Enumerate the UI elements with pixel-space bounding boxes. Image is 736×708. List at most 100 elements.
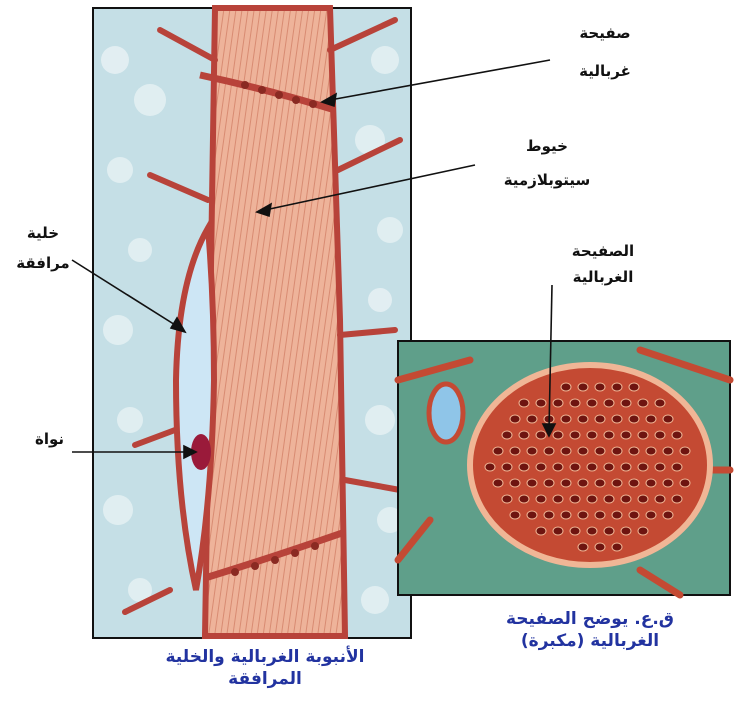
sieve-pore	[527, 511, 537, 519]
sieve-pore	[519, 463, 529, 471]
sieve-pore	[663, 511, 673, 519]
sieve-pore	[638, 527, 648, 535]
label-companion-cell: خلية مرافقة	[8, 222, 78, 274]
label-companion-line2: مرافقة	[8, 252, 78, 274]
caption-main: الأنبوبة الغربالية والخلية المرافقة	[125, 646, 405, 690]
sieve-pore	[570, 399, 580, 407]
sieve-pore	[493, 447, 503, 455]
sieve-pore	[646, 479, 656, 487]
sieve-pore	[587, 463, 597, 471]
sieve-pore	[587, 527, 597, 535]
sieve-pore	[595, 447, 605, 455]
caption-main-line2: المرافقة	[125, 668, 405, 690]
cross-section-inset	[398, 341, 730, 595]
sieve-pore	[536, 495, 546, 503]
label-sieve-plate-inset: الصفيحة الغربالية	[548, 240, 658, 288]
sieve-pore	[578, 447, 588, 455]
label-cytoplasmic-line2: سيتوبلازمية	[482, 169, 612, 191]
sieve-pore	[519, 431, 529, 439]
sieve-pore	[595, 511, 605, 519]
sieve-pore	[655, 495, 665, 503]
caption-inset-line1: ق.ع. يوضح الصفيحة	[470, 608, 710, 630]
sieve-pore	[672, 463, 682, 471]
sieve-pore	[570, 463, 580, 471]
label-sieve-plate-line2: غربالية	[555, 60, 655, 82]
sieve-pore	[561, 447, 571, 455]
label-companion-line1: خلية	[8, 222, 78, 244]
sieve-pore	[536, 431, 546, 439]
sieve-pore	[655, 399, 665, 407]
label-nucleus: نواة	[22, 428, 77, 450]
sieve-pore	[672, 431, 682, 439]
sieve-pore	[485, 463, 495, 471]
sieve-pore	[595, 543, 605, 551]
sieve-pore	[612, 543, 622, 551]
label-inset-line1: الصفيحة	[548, 240, 658, 262]
sieve-plate-cross	[470, 365, 710, 565]
sieve-pore	[595, 479, 605, 487]
sieve-pore	[612, 415, 622, 423]
sieve-pore	[629, 383, 639, 391]
sieve-pore	[519, 399, 529, 407]
sieve-pore	[510, 511, 520, 519]
sieve-pore	[595, 383, 605, 391]
sieve-pore	[570, 431, 580, 439]
sieve-pore	[587, 431, 597, 439]
sieve-pore	[680, 447, 690, 455]
sieve-pore	[680, 479, 690, 487]
sieve-pore	[604, 495, 614, 503]
sieve-pore	[663, 415, 673, 423]
sieve-pore	[553, 399, 563, 407]
sieve-pore	[536, 527, 546, 535]
sieve-pore	[621, 463, 631, 471]
sieve-pore	[621, 399, 631, 407]
sieve-pore	[553, 463, 563, 471]
sieve-pore	[502, 431, 512, 439]
sieve-pore	[570, 527, 580, 535]
sieve-pore	[544, 447, 554, 455]
sieve-pore	[561, 479, 571, 487]
sieve-pore	[553, 431, 563, 439]
label-cytoplasmic-line1: خيوط	[482, 135, 612, 157]
sieve-pore	[578, 479, 588, 487]
sieve-pore	[519, 495, 529, 503]
sieve-pore	[621, 495, 631, 503]
sieve-pore	[587, 495, 597, 503]
caption-inset-line2: الغربالية (مكبرة)	[470, 630, 710, 652]
sieve-pore	[655, 431, 665, 439]
sieve-pore	[561, 415, 571, 423]
sieve-pore	[561, 511, 571, 519]
sieve-pore	[536, 463, 546, 471]
longitudinal-section	[93, 8, 411, 638]
sieve-pore	[629, 415, 639, 423]
sieve-pore	[604, 431, 614, 439]
sieve-pore	[655, 463, 665, 471]
sieve-pore	[578, 511, 588, 519]
sieve-pore	[510, 447, 520, 455]
sieve-pore	[536, 399, 546, 407]
label-sieve-plate: صفيحة غربالية	[555, 22, 655, 82]
sieve-pore	[527, 447, 537, 455]
sieve-pore	[595, 415, 605, 423]
sieve-pore	[638, 463, 648, 471]
sieve-pore	[646, 511, 656, 519]
sieve-pore	[502, 495, 512, 503]
sieve-pore	[570, 495, 580, 503]
sieve-pore	[629, 479, 639, 487]
sieve-pore	[663, 479, 673, 487]
sieve-pore	[587, 399, 597, 407]
sieve-pore	[502, 463, 512, 471]
sieve-pore	[510, 479, 520, 487]
sieve-pore	[621, 431, 631, 439]
sieve-pore	[604, 527, 614, 535]
sieve-pore	[638, 399, 648, 407]
label-inset-line2: الغربالية	[548, 266, 658, 288]
sieve-pore	[638, 431, 648, 439]
sieve-pore	[527, 415, 537, 423]
sieve-pore	[646, 447, 656, 455]
label-sieve-plate-line1: صفيحة	[555, 22, 655, 44]
sieve-pore	[604, 399, 614, 407]
sieve-pore	[578, 415, 588, 423]
sieve-pore	[672, 495, 682, 503]
sieve-pore	[629, 447, 639, 455]
